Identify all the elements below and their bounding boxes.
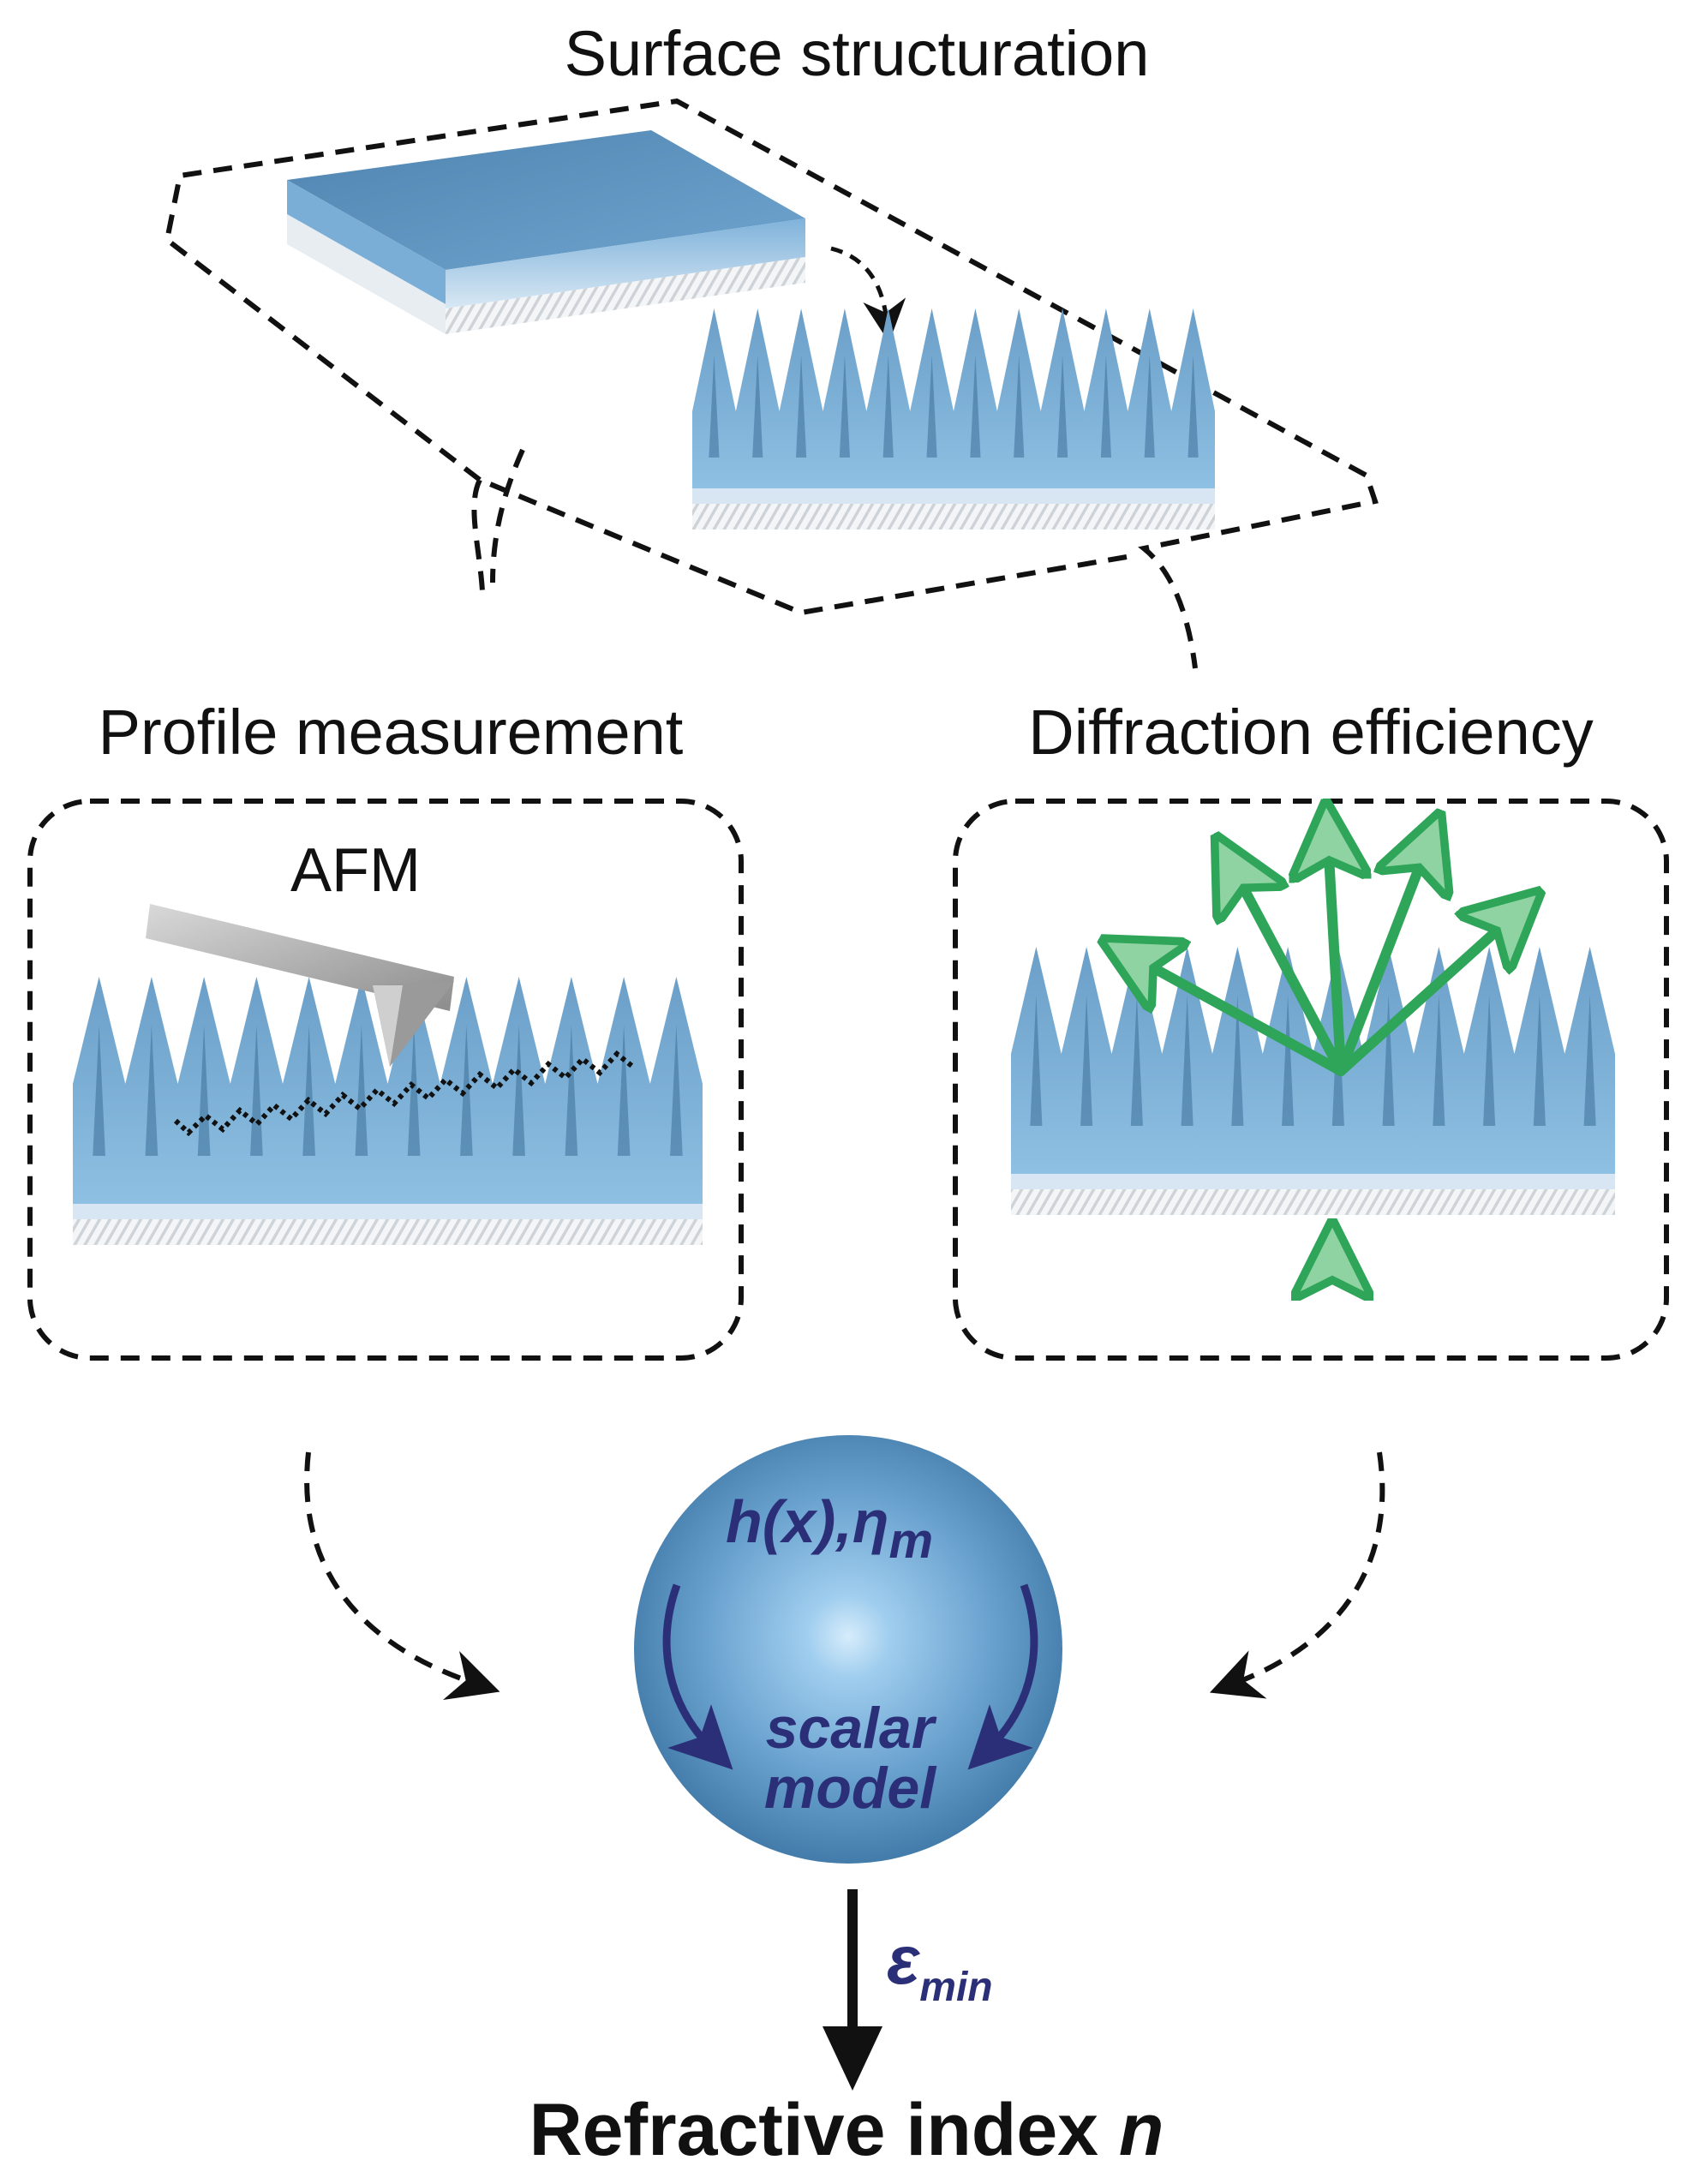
title-diffraction-efficiency: Diffraction efficiency	[1028, 697, 1593, 768]
grating-tooth-shadow	[1030, 995, 1043, 1126]
grating-tooth-shadow	[670, 1025, 683, 1156]
grating-tooth-shadow	[1382, 995, 1395, 1126]
structuring-arrow	[830, 246, 906, 343]
model-inputs-label: h(x),ηm	[726, 1488, 933, 1569]
grating-base	[692, 488, 1215, 504]
grating-tooth-shadow	[1100, 355, 1112, 458]
grating-tooth-shadow	[882, 355, 894, 458]
output-arrowhead	[823, 2026, 882, 2091]
grating-tooth-shadow	[355, 1025, 368, 1156]
grating-tooth-shadow	[752, 355, 763, 458]
grating-tooth-shadow	[93, 1025, 105, 1156]
grating-tooth-shadow	[197, 1025, 211, 1156]
beam-order-minus-2	[1135, 958, 1346, 1076]
grating-tooth-shadow	[839, 355, 851, 458]
epsilon-min-label: εmin	[887, 1922, 993, 2010]
scalar-model-sphere: h(x),ηm scalar model	[634, 1435, 1062, 1864]
grating-tooth-shadow	[970, 355, 981, 458]
grating-substrate-edge	[73, 1219, 703, 1245]
grating-base	[73, 1204, 703, 1219]
afm-probe	[146, 904, 454, 1067]
diffracted-beams	[1135, 840, 1512, 1076]
grating-tooth-shadow	[1433, 995, 1445, 1126]
grating-tooth-shadow	[617, 1025, 631, 1156]
grating-tooth-shadow	[1187, 355, 1199, 458]
grating-base	[1011, 1174, 1615, 1189]
grating-tooth-shadow	[1014, 355, 1025, 458]
grating-tooth-shadow	[460, 1025, 473, 1156]
grating-tooth-shadow	[1533, 995, 1546, 1126]
grating-tooth-shadow	[1282, 995, 1295, 1126]
afm-label: AFM	[290, 836, 421, 905]
grating-tooth-shadow	[1130, 995, 1143, 1126]
afm-grating	[73, 977, 703, 1245]
result-label: Refractive index n	[529, 2089, 1164, 2171]
grating-tooth-shadow	[1231, 995, 1244, 1126]
grating-tooth-shadow	[1056, 355, 1068, 458]
profile-measurement-box	[27, 799, 744, 1361]
model-right-cycle-arrow	[967, 1583, 1038, 1770]
title-profile-measurement: Profile measurement	[99, 697, 684, 768]
beam-order-minus-1	[1234, 870, 1346, 1076]
grating-tooth-shadow	[1583, 995, 1596, 1126]
model-left-cycle-arrow	[662, 1583, 733, 1770]
grating-tooth-shadow	[795, 355, 807, 458]
grating-substrate-edge	[692, 504, 1215, 530]
model-name-line-2: model	[764, 1756, 937, 1821]
title-surface-structuration: Surface structuration	[565, 18, 1150, 89]
grating-tooth-shadow	[145, 1025, 159, 1156]
grating-tooth-shadow	[302, 1025, 315, 1156]
grating-tooth-shadow	[1483, 995, 1496, 1126]
beam-order-0	[1328, 840, 1341, 1076]
diffraction-grating	[1011, 947, 1615, 1215]
model-name-line-1: scalar	[766, 1696, 937, 1761]
grating-tooth-shadow	[1080, 995, 1093, 1126]
grating-tooth-shadow	[407, 1025, 421, 1156]
grating-front-face	[73, 977, 703, 1204]
grating-tooth-shadow	[1181, 995, 1193, 1126]
grating-tooth-shadow	[512, 1025, 525, 1156]
beam-order-plus-1	[1336, 848, 1427, 1076]
beam-order-plus-2	[1336, 917, 1512, 1076]
grating-tooth-shadow	[1144, 355, 1155, 458]
grating-substrate-edge	[1011, 1189, 1615, 1215]
grating-tooth-shadow	[709, 355, 720, 458]
arrow-profile-to-model	[304, 1451, 500, 1700]
grating-tooth-shadow	[565, 1025, 578, 1156]
grating-front-face	[692, 308, 1215, 488]
arrow-diffraction-to-model	[1209, 1451, 1385, 1699]
structured-grating-top	[692, 308, 1215, 530]
grating-tooth-shadow	[926, 355, 937, 458]
flat-substrate	[287, 130, 805, 334]
